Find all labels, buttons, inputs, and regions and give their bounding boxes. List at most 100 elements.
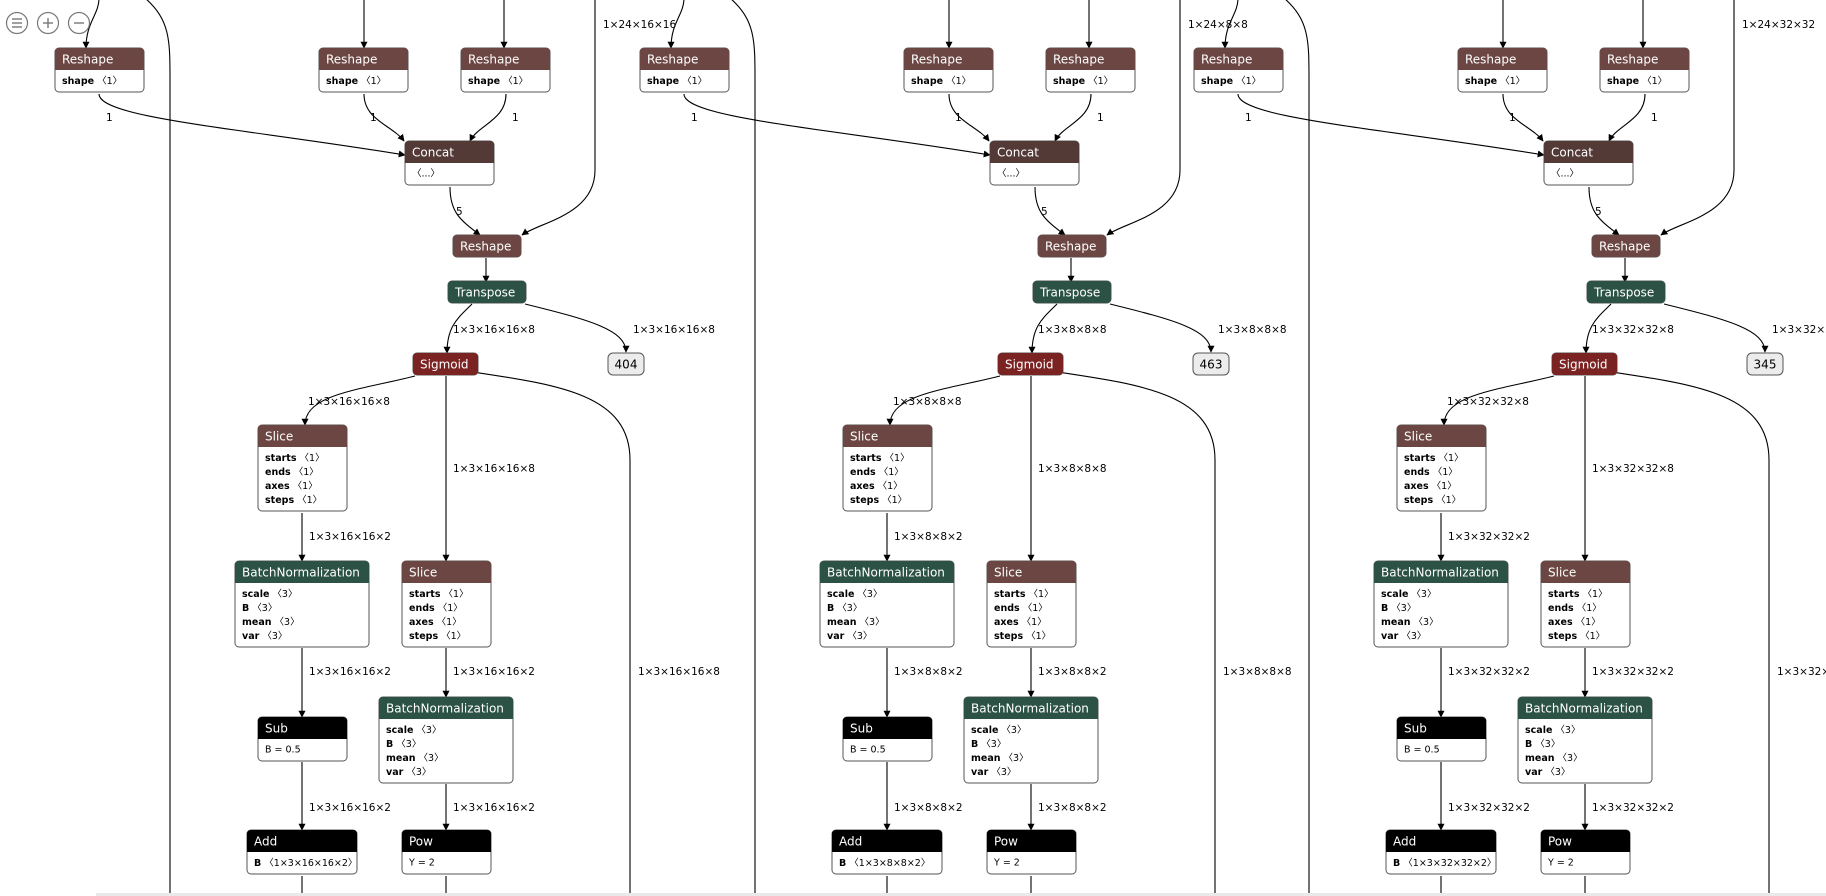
node-attribute: starts 〈1〉 (1548, 589, 1608, 600)
transpose-node[interactable]: Transpose (1586, 280, 1666, 304)
node-attribute: axes 〈1〉 (850, 481, 903, 492)
node-attribute: B 〈1×3×32×32×2〉 (1393, 858, 1496, 869)
graph-edge (1034, 186, 1066, 236)
sigmoid-node[interactable]: Sigmoid (1551, 352, 1618, 376)
node-attribute: var 〈3〉 (1381, 631, 1426, 642)
concat-node[interactable]: Concat〈...〉 (989, 140, 1080, 186)
node-title: Reshape (1053, 53, 1104, 67)
node-title: Add (254, 835, 277, 849)
reshape-node[interactable]: Reshape (1037, 234, 1107, 258)
node-attribute: mean 〈3〉 (1381, 617, 1439, 628)
node-attribute: scale 〈3〉 (242, 589, 297, 600)
node-title: Slice (994, 566, 1022, 580)
node-title: Add (1393, 835, 1416, 849)
reshape-node[interactable]: Reshape (452, 234, 522, 258)
edge-shape-label: 5 (1041, 206, 1048, 218)
edge-shape-label: 1 (370, 112, 377, 124)
node-attribute: steps 〈1〉 (850, 495, 907, 506)
graph-output-node[interactable]: 404 (607, 352, 645, 376)
node-title: BatchNormalization (827, 566, 945, 580)
zoom-out-button[interactable] (67, 11, 91, 35)
node-attribute: B 〈1×3×16×16×2〉 (254, 858, 357, 869)
sigmoid-node[interactable]: Sigmoid (997, 352, 1064, 376)
node-title: Pow (1548, 835, 1572, 849)
node-attribute: ends 〈1〉 (850, 467, 904, 478)
node-attribute: starts 〈1〉 (265, 453, 325, 464)
edge-shape-label: 1×3×32×32×2 (1448, 802, 1530, 814)
edge-shape-label: 1×3×8×8×8 (1038, 324, 1107, 336)
node-attribute: B 〈3〉 (1381, 603, 1416, 614)
edge-shape-label: 1 (512, 112, 519, 124)
node-title: Slice (265, 430, 293, 444)
edge-shape-label: 1×3×8×8×8 (1218, 324, 1287, 336)
node-attribute: starts 〈1〉 (1404, 453, 1464, 464)
transpose-node[interactable]: Transpose (447, 280, 527, 304)
graph-edge (1237, 93, 1545, 158)
concat-node[interactable]: Concat〈...〉 (404, 140, 495, 186)
add-node[interactable]: Add B 〈1×3×32×32×2〉 (1385, 829, 1497, 875)
edge-shape-label: 1×24×16×16 (603, 19, 676, 31)
node-title: Reshape (1045, 240, 1096, 254)
edge-shape-label: 1×3×8×8×8 (893, 396, 962, 408)
zoom-in-button[interactable] (36, 11, 60, 35)
edge-shape-label: 1×3×16×16×8 (453, 324, 535, 336)
node-title: Reshape (460, 240, 511, 254)
concat-node[interactable]: Concat〈...〉 (1543, 140, 1634, 186)
graph-edge (469, 93, 507, 142)
output-name: 404 (615, 358, 638, 372)
node-attribute: var 〈3〉 (242, 631, 287, 642)
edge-shape-label: 1×3×16×16×8 (308, 396, 390, 408)
add-node[interactable]: Add B 〈1×3×16×16×2〉 (246, 829, 358, 875)
graph-edge (1663, 303, 1769, 353)
node-attribute: var 〈3〉 (827, 631, 872, 642)
reshape-node[interactable]: Reshape (1591, 234, 1661, 258)
sigmoid-node[interactable]: Sigmoid (412, 352, 479, 376)
horizontal-scrollbar[interactable] (96, 893, 1826, 896)
node-title: Reshape (468, 53, 519, 67)
node-attribute: scale 〈3〉 (827, 589, 882, 600)
edge-shape-label: 1 (955, 112, 962, 124)
node-attribute: Y = 2 (408, 858, 435, 869)
sidebar-menu-button[interactable] (5, 11, 29, 35)
edges-layer (82, 0, 1770, 896)
graph-edge (1502, 93, 1544, 142)
node-attribute: axes 〈1〉 (409, 617, 462, 628)
transpose-node[interactable]: Transpose (1032, 280, 1112, 304)
edge-shape-label: 5 (456, 206, 463, 218)
graph-edge (1054, 93, 1092, 142)
node-attribute: shape 〈1〉 (1607, 76, 1667, 87)
graph-output-node[interactable]: 463 (1192, 352, 1230, 376)
graph-output-node[interactable]: 345 (1746, 352, 1784, 376)
node-title: Concat (1551, 146, 1593, 160)
node-title: Sub (1404, 722, 1427, 736)
graph-edge (82, 0, 100, 49)
